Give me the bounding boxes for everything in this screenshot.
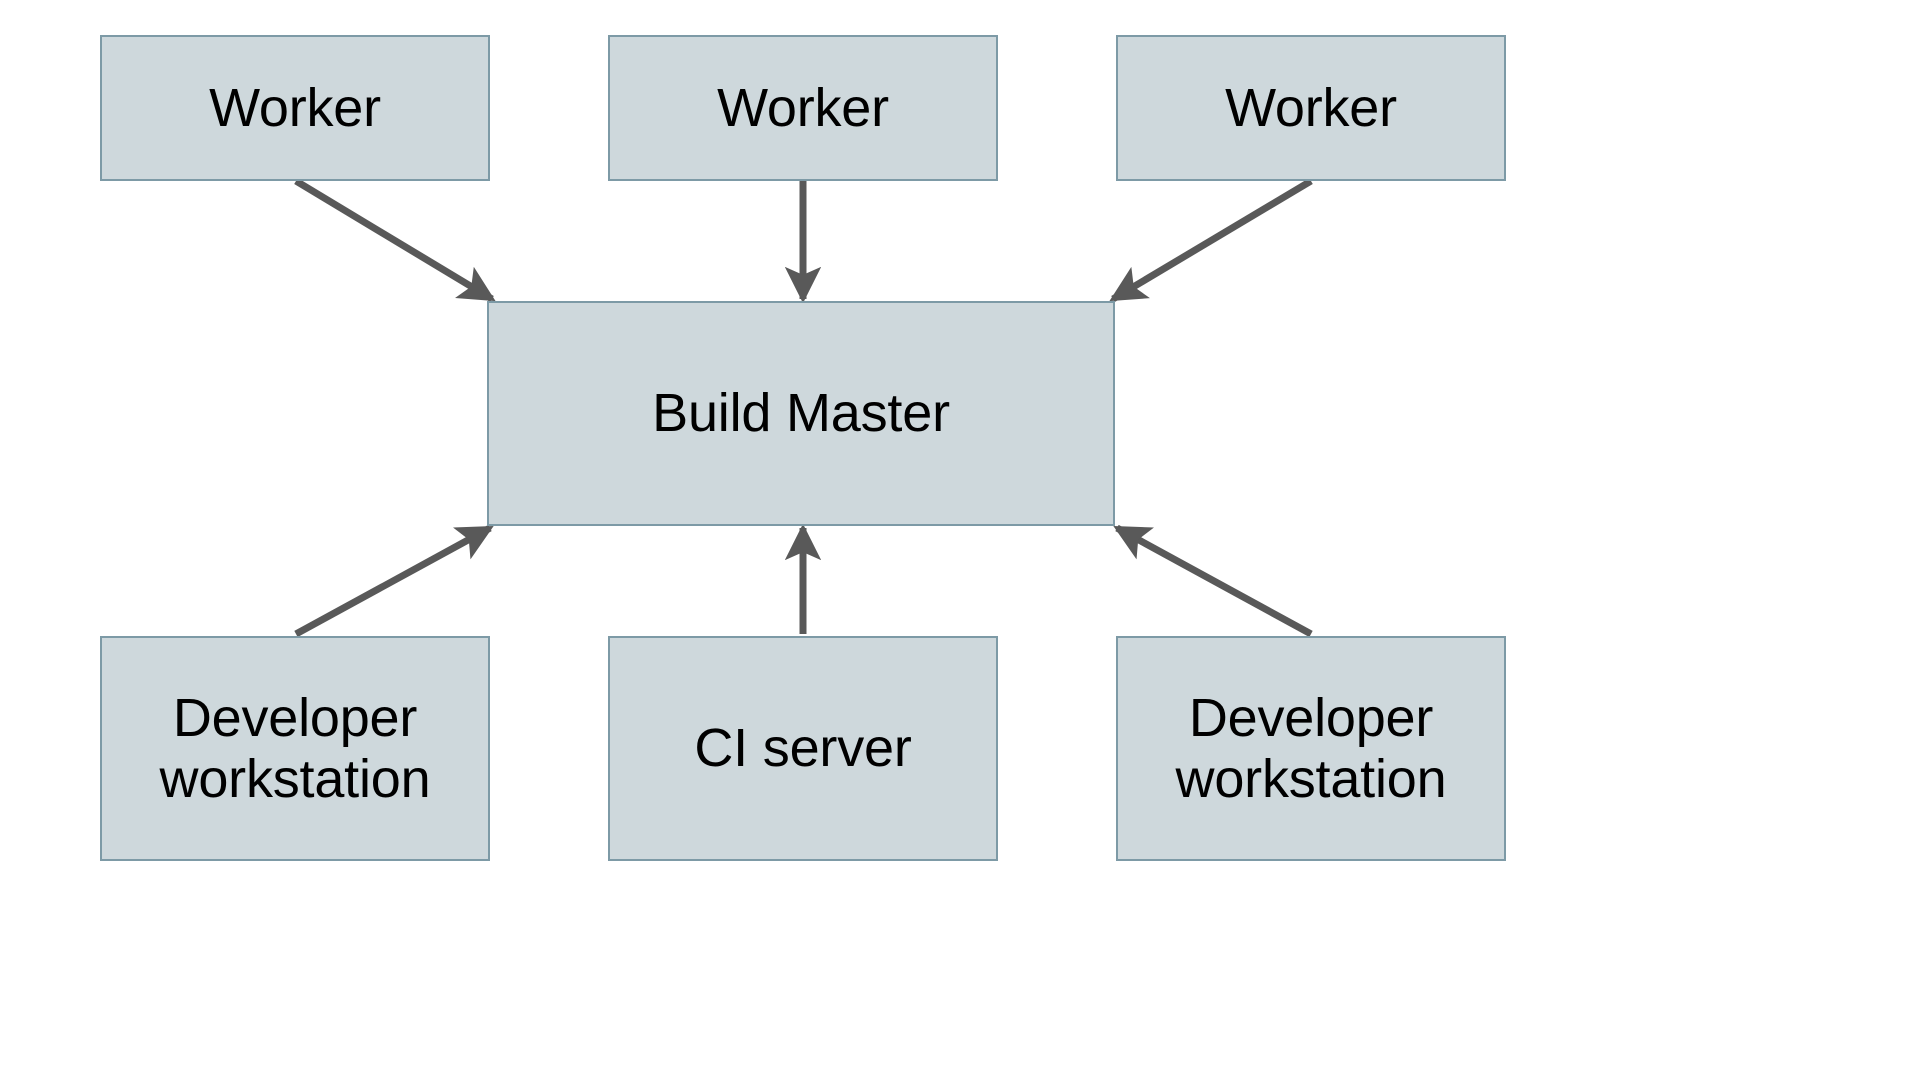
node-label-ci-server: CI server: [694, 718, 912, 779]
node-worker-right[interactable]: Worker: [1116, 35, 1506, 181]
node-developer-workstation-right[interactable]: Developer workstation: [1116, 636, 1506, 861]
node-label-build-master: Build Master: [652, 383, 950, 444]
edge-worker-left-to-build-master: [294, 178, 496, 302]
node-worker-center[interactable]: Worker: [608, 35, 998, 181]
node-label-worker-right: Worker: [1225, 77, 1397, 138]
node-label-developer-workstation-left: Developer workstation: [159, 688, 431, 809]
edge-developer-workstation-right-to-build-master: [1113, 524, 1313, 638]
node-build-master[interactable]: Build Master: [487, 301, 1115, 526]
node-label-worker-left: Worker: [209, 77, 381, 138]
node-label-developer-workstation-right: Developer workstation: [1175, 688, 1447, 809]
edge-worker-right-to-build-master: [1109, 177, 1313, 303]
edge-developer-workstation-left-to-build-master: [294, 524, 494, 638]
node-developer-workstation-left[interactable]: Developer workstation: [100, 636, 490, 861]
node-worker-left[interactable]: Worker: [100, 35, 490, 181]
node-label-worker-center: Worker: [717, 77, 889, 138]
node-ci-server[interactable]: CI server: [608, 636, 998, 861]
